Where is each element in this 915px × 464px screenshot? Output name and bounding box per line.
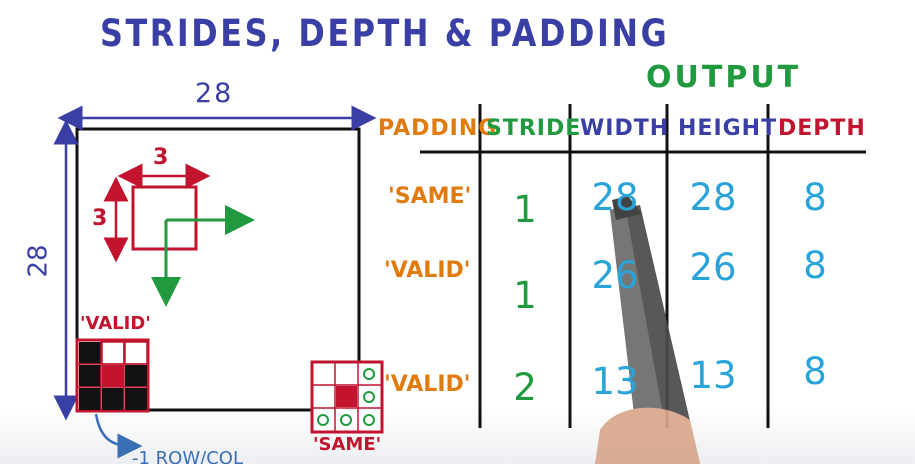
table-row-2-stride: 1 <box>513 274 537 317</box>
page-title: STRIDES, DEPTH & PADDING <box>100 12 670 55</box>
same-padding-grid <box>310 360 384 434</box>
table-row-1-stride: 1 <box>513 188 537 231</box>
col-header-padding: PADDING <box>378 116 498 141</box>
table-row-1-width: 28 <box>591 176 639 219</box>
table-row-1-padding: 'SAME' <box>388 184 472 209</box>
col-header-depth: DEPTH <box>778 116 866 141</box>
table-row-1-height: 28 <box>689 176 737 219</box>
col-header-width: WIDTH <box>580 116 670 141</box>
input-height-label: 28 <box>23 244 54 278</box>
filter-width-label: 3 <box>153 145 169 170</box>
valid-padding-grid <box>75 338 150 413</box>
table-row-3-height: 13 <box>689 354 737 397</box>
same-example-label: 'SAME' <box>313 434 382 455</box>
input-width-label: 28 <box>195 78 234 109</box>
table-row-1-depth: 8 <box>803 176 827 219</box>
col-header-stride: STRIDE <box>486 116 582 141</box>
table-row-2-width: 26 <box>591 254 639 297</box>
table-row-3-padding: 'VALID' <box>384 372 471 397</box>
marker-pen <box>595 196 700 464</box>
output-group-header: OUTPUT <box>646 60 802 95</box>
row-col-note-arrow <box>94 413 143 459</box>
table-row-2-padding: 'VALID' <box>384 258 471 283</box>
col-header-height: HEIGHT <box>678 116 778 141</box>
valid-example-label: 'VALID' <box>80 313 151 334</box>
table-row-3-stride: 2 <box>513 366 537 409</box>
row-col-note: -1 ROW/COL <box>132 448 243 464</box>
table-row-3-depth: 8 <box>803 350 827 393</box>
filter-height-label: 3 <box>92 206 108 231</box>
table-row-2-depth: 8 <box>803 244 827 287</box>
table-row-2-height: 26 <box>689 246 737 289</box>
table-row-3-width: 13 <box>591 360 639 403</box>
